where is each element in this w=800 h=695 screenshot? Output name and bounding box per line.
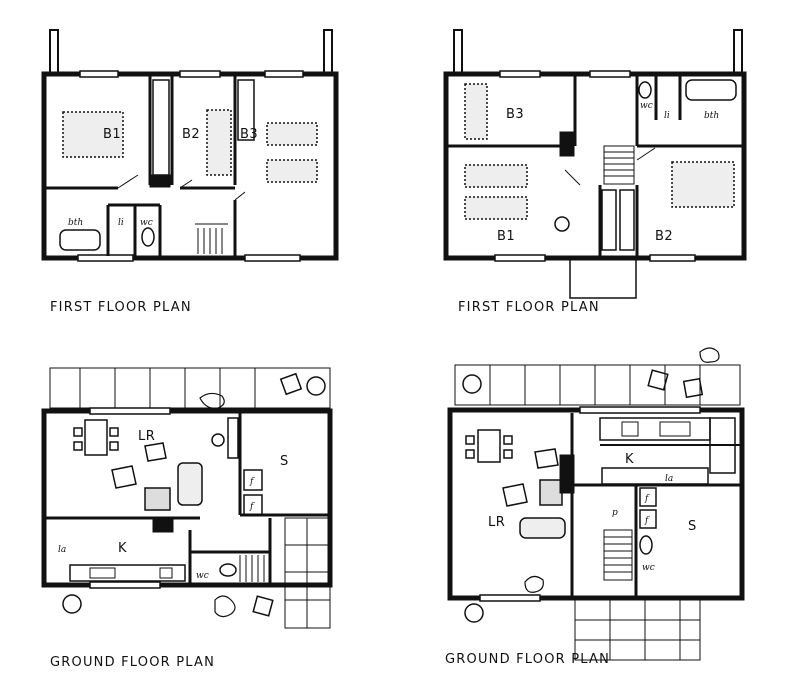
room-label: f bbox=[249, 502, 255, 512]
room-label: B3 bbox=[240, 127, 258, 142]
room-label: LR bbox=[138, 429, 155, 444]
room-label: f bbox=[249, 477, 255, 487]
plan-bottom-left-labels: LR S K f f d la wc bbox=[58, 429, 289, 581]
room-label: wc bbox=[642, 563, 655, 573]
room-label: B1 bbox=[103, 127, 121, 142]
plan-top-right-labels: B3 B1 B2 bth li wc bbox=[497, 101, 719, 244]
room-label: B3 bbox=[506, 107, 524, 122]
room-label: wc bbox=[140, 218, 153, 228]
caption-bottom-left: GROUND FLOOR PLAN bbox=[50, 655, 216, 670]
plan-bottom-right-labels: LR K S la d f f p wc bbox=[488, 452, 697, 573]
room-label: K bbox=[625, 452, 634, 467]
caption-bottom-right: GROUND FLOOR PLAN bbox=[445, 652, 611, 667]
room-label: la bbox=[58, 545, 66, 555]
caption-top-left: FIRST FLOOR PLAN bbox=[50, 300, 192, 315]
room-label: S bbox=[688, 519, 697, 534]
plan-top-left bbox=[41, 29, 339, 262]
room-label: bth bbox=[704, 111, 719, 121]
plan-bottom-left bbox=[41, 367, 333, 629]
caption-top-right: FIRST FLOOR PLAN bbox=[458, 300, 600, 315]
room-label: K bbox=[118, 541, 127, 556]
room-label: B2 bbox=[182, 127, 200, 142]
room-label: f bbox=[644, 516, 650, 526]
room-label: li bbox=[118, 218, 124, 228]
room-label: LR bbox=[488, 515, 505, 530]
room-label: p bbox=[612, 508, 618, 518]
room-label: d bbox=[564, 473, 570, 483]
room-label: wc bbox=[640, 101, 653, 111]
room-label: B2 bbox=[655, 229, 673, 244]
room-label: la bbox=[665, 474, 673, 484]
room-label: B1 bbox=[497, 229, 515, 244]
plan-top-left-labels: B1 B2 B3 bth li wc bbox=[68, 127, 258, 228]
room-label: d bbox=[160, 523, 166, 533]
room-label: wc bbox=[196, 571, 209, 581]
room-label: S bbox=[280, 454, 289, 469]
plan-top-right bbox=[443, 29, 747, 299]
plan-bottom-right bbox=[447, 347, 745, 661]
room-label: f bbox=[644, 494, 650, 504]
room-label: li bbox=[664, 111, 670, 121]
room-label: bth bbox=[68, 218, 83, 228]
